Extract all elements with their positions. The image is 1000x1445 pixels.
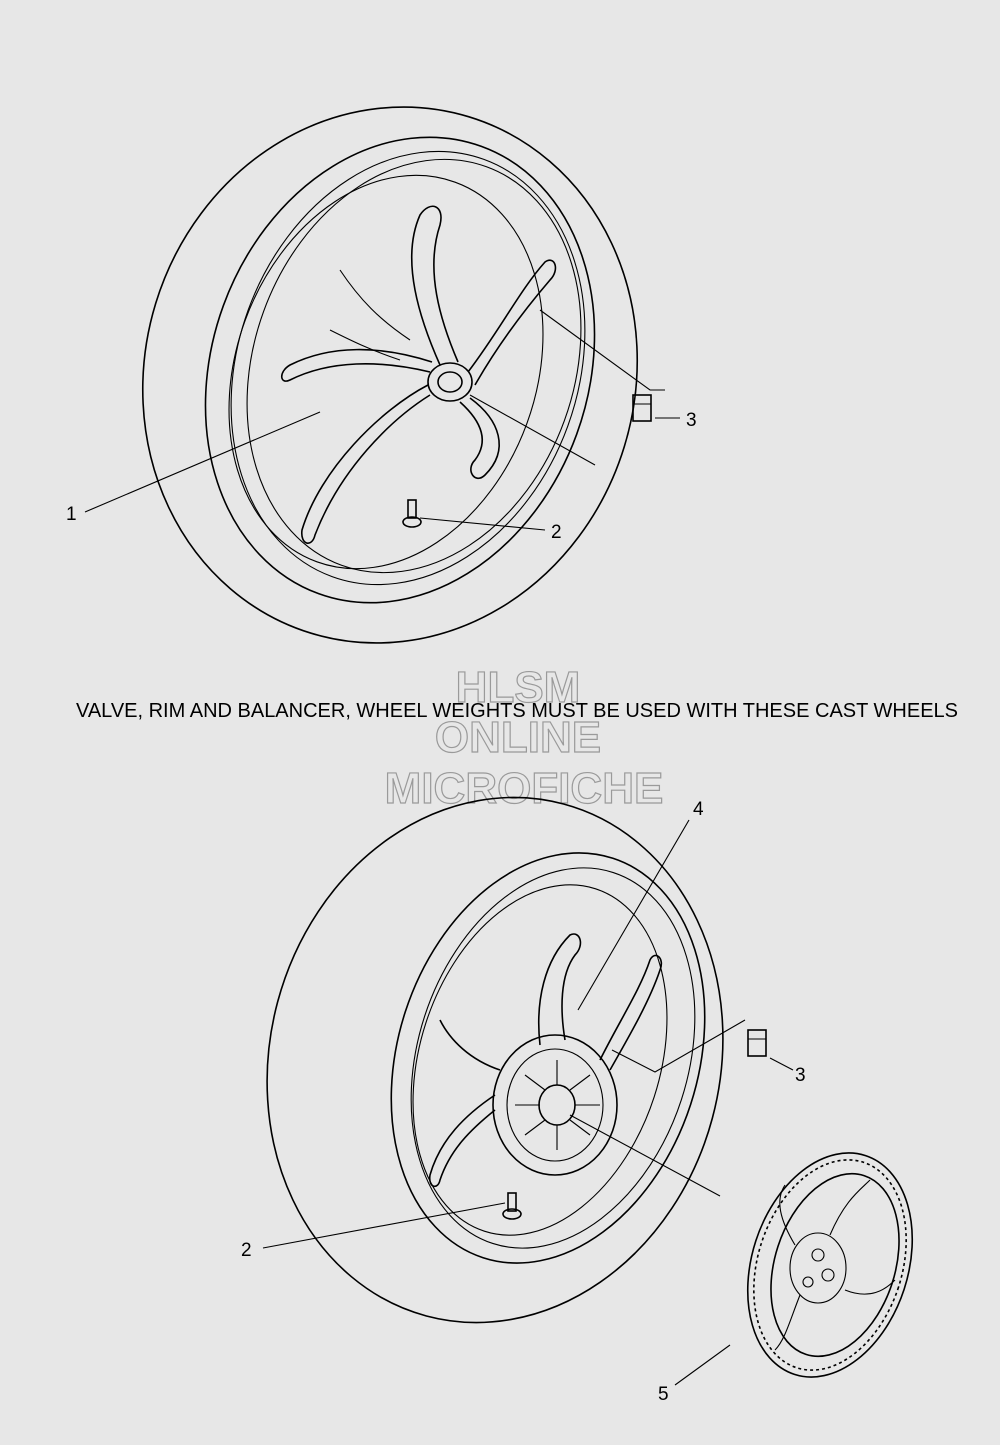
rear-leaders bbox=[262, 819, 794, 1386]
watermark-line1: HLSM bbox=[456, 663, 581, 712]
callout-rear-valve: 2 bbox=[241, 1240, 252, 1261]
watermark-line2: ONLINE bbox=[435, 713, 601, 762]
callout-rear-weight: 3 bbox=[795, 1065, 806, 1086]
callout-pulley: 5 bbox=[658, 1384, 669, 1405]
callout-front-valve: 2 bbox=[551, 522, 562, 543]
caption-text: VALVE, RIM AND BALANCER, WHEEL WEIGHTS M… bbox=[76, 700, 958, 722]
callout-rear-wheel: 4 bbox=[693, 799, 704, 820]
rear-wheel-weight-icon bbox=[747, 1029, 767, 1057]
callout-front-weight: 3 bbox=[686, 410, 697, 431]
pulley-icon bbox=[746, 1152, 914, 1378]
front-leaders bbox=[84, 309, 680, 531]
front-wheel-assembly bbox=[141, 106, 639, 644]
rear-wheel-assembly bbox=[266, 796, 724, 1324]
front-wheel-weight-icon bbox=[632, 394, 652, 422]
callout-front-wheel: 1 bbox=[66, 504, 77, 525]
watermark-line3: MICROFICHE bbox=[385, 764, 664, 813]
